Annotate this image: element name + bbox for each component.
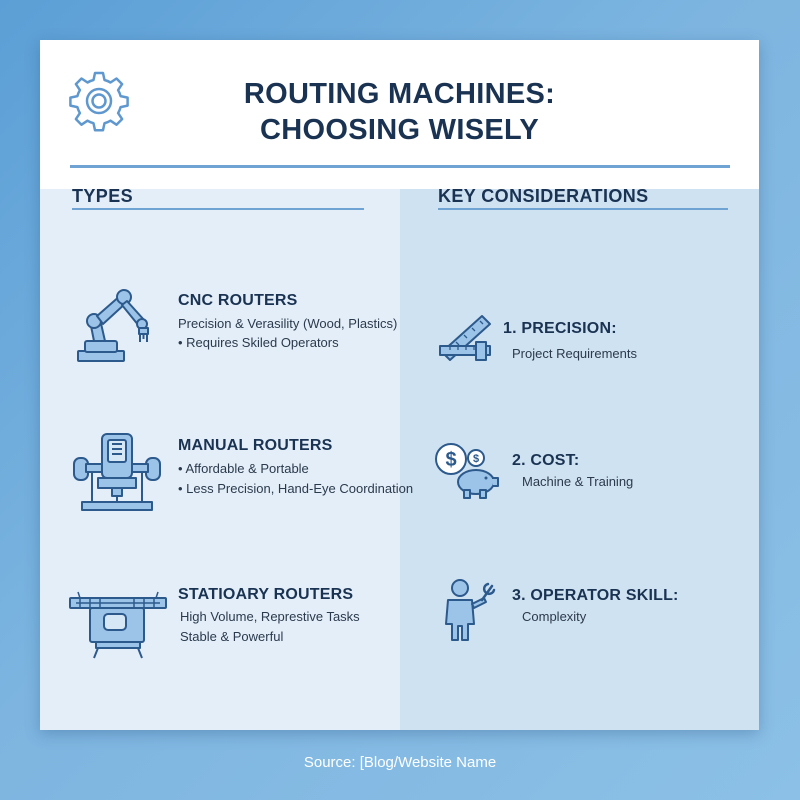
hand-router-icon [73, 433, 161, 511]
worker-wrench-icon [445, 579, 496, 641]
types-heading: TYPES [72, 186, 134, 206]
operator-skill-line: Complexity [522, 609, 587, 624]
stationary-routers-title: STATIOARY ROUTERS [178, 586, 354, 603]
ruler-caliper-icon [439, 315, 491, 361]
page-title: ROUTING MACHINES: CHOOSING WISELY [40, 76, 759, 148]
stationary-routers-line-1: High Volume, Represtive Tasks [180, 609, 360, 624]
source-caption: Source: [Blog/Website Name [303, 754, 497, 771]
title-line-1: ROUTING MACHINES: [243, 78, 556, 110]
svg-text:$: $ [473, 453, 479, 465]
cnc-routers-title: CNC ROUTERS [178, 292, 298, 309]
manual-routers-line-1: • Affordable & Portable [178, 461, 309, 476]
cost-title: 2. COST: [512, 452, 580, 469]
considerations-heading: KEY CONSIDERATIONS [438, 186, 649, 206]
gear-icon [69, 71, 129, 132]
manual-routers-line-2: • Less Precision, Hand-Eye Coordination [178, 481, 414, 496]
operator-skill-title: 3. OPERATOR SKILL: [512, 587, 679, 604]
stationary-routers-line-2: Stable & Powerful [180, 629, 284, 644]
types-divider [72, 208, 364, 210]
header-divider [70, 165, 730, 168]
considerations-divider [438, 208, 728, 210]
cost-line: Machine & Training [522, 474, 634, 489]
title-line-2: CHOOSING WISELY [260, 114, 539, 146]
precision-title: 1. PRECISION: [503, 320, 617, 337]
cnc-routers-line-1: Precision & Verasility (Wood, Plastics) [178, 316, 398, 331]
piggy-bank-icon: $ $ [435, 443, 499, 499]
router-table-icon [69, 591, 167, 659]
svg-text:$: $ [445, 449, 456, 471]
precision-line: Project Requirements [512, 346, 637, 361]
manual-routers-title: MANUAL ROUTERS [178, 437, 333, 454]
header: ROUTING MACHINES: CHOOSING WISELY [40, 40, 759, 189]
robot-arm-icon [77, 289, 149, 362]
cnc-routers-line-2: • Requires Skiled Operators [178, 335, 339, 350]
